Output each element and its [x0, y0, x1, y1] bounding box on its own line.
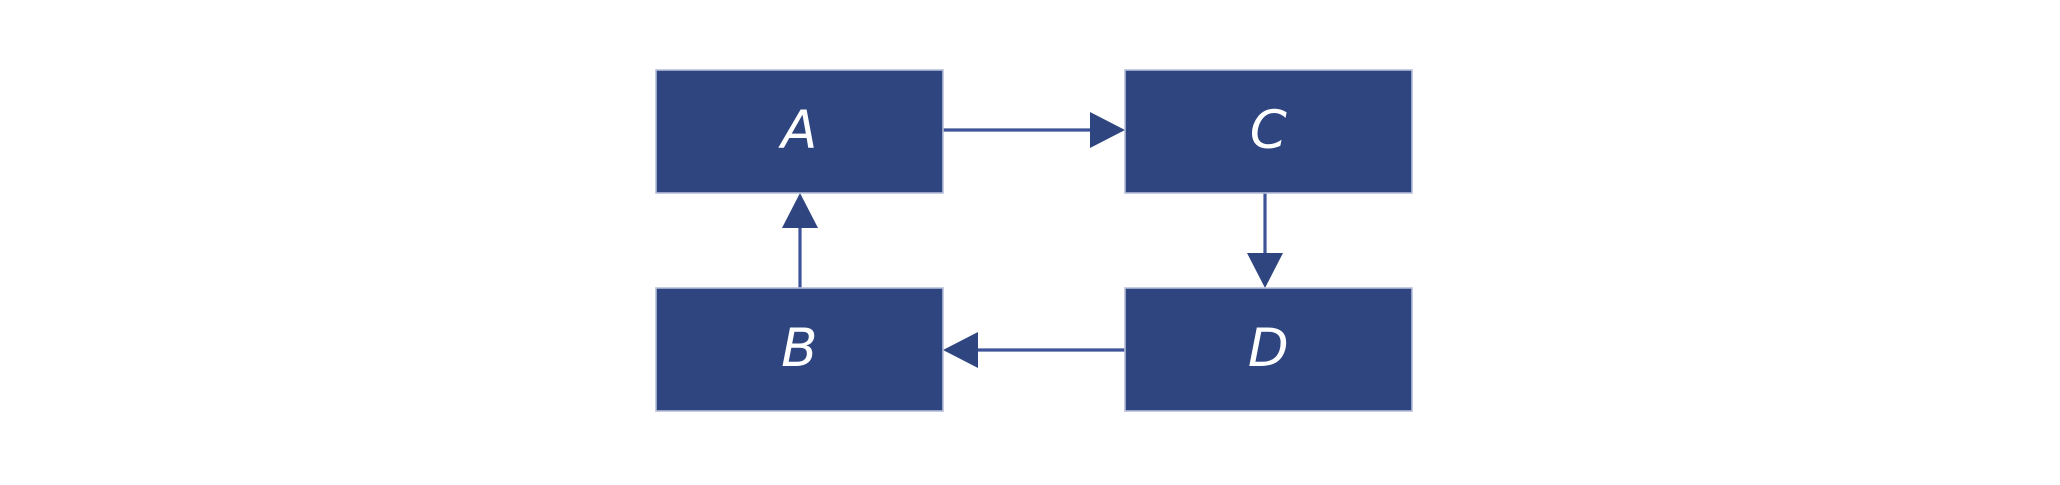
node-d-box [1124, 287, 1413, 412]
node-c[interactable]: C [1124, 69, 1413, 194]
edge-c-to-d[interactable] [1247, 193, 1283, 288]
node-layer: A C B D [655, 69, 1413, 412]
edge-b-to-a[interactable] [782, 193, 818, 288]
node-d[interactable]: D [1124, 287, 1413, 412]
edge-a-to-c-arrowhead [1090, 112, 1125, 148]
node-b[interactable]: B [655, 287, 944, 412]
edge-a-to-c[interactable] [943, 112, 1125, 148]
node-a-box [655, 69, 944, 194]
edge-d-to-b[interactable] [943, 332, 1125, 368]
edge-b-to-a-arrowhead [782, 193, 818, 228]
node-a[interactable]: A [655, 69, 944, 194]
edge-c-to-d-arrowhead [1247, 253, 1283, 288]
node-c-box [1124, 69, 1413, 194]
edge-layer [782, 112, 1283, 368]
edge-d-to-b-arrowhead [943, 332, 978, 368]
node-b-box [655, 287, 944, 412]
